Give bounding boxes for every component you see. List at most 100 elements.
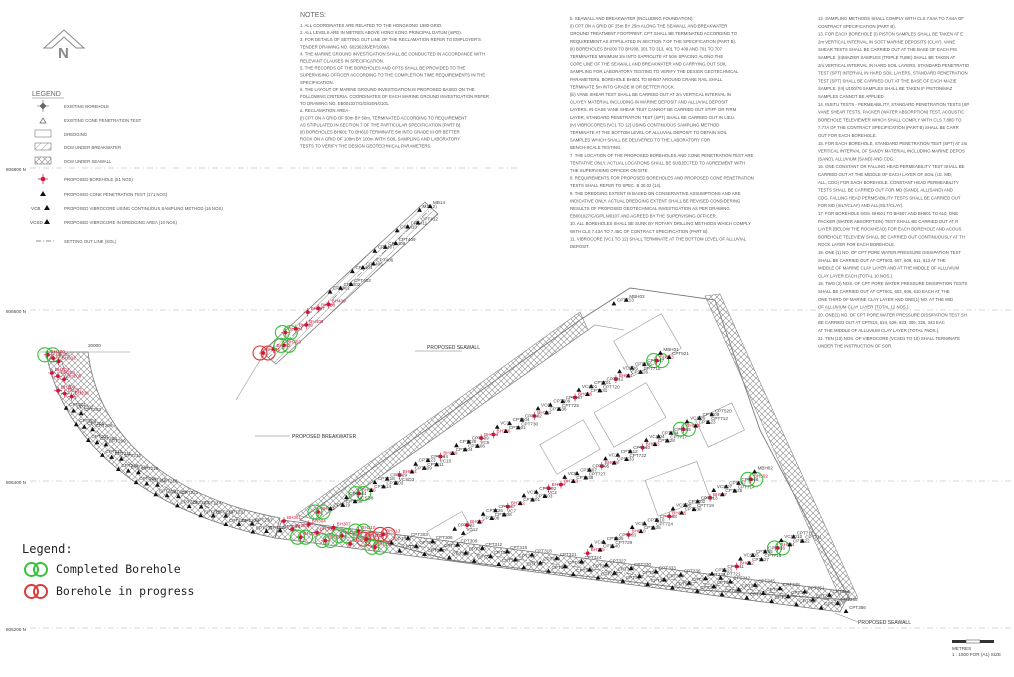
proposed-cpt-icon — [686, 580, 692, 585]
marker-cpt342: CPT342 — [727, 575, 751, 584]
marker-label: BH406 — [309, 319, 323, 324]
vibrocore-icon — [44, 205, 50, 210]
proposed-cpt-icon — [348, 281, 354, 286]
marker-label: CPT342 — [733, 575, 750, 580]
marker-label: CPT224 — [204, 501, 221, 506]
marker-cpt336: CPT336 — [678, 569, 701, 577]
marker-label: MBH03 — [629, 294, 645, 299]
callouts: PROPOSED SEAWALL PROPOSED BREAKWATER PRO… — [88, 343, 911, 626]
marker-label: MBH02 — [758, 466, 774, 471]
marker-label: CPT219 — [159, 488, 176, 493]
notes-column-2: b. SEAWALL AND BREAKWATER (INCLUDING FOU… — [570, 16, 754, 249]
marker-cpt502: CPT502 — [519, 414, 542, 422]
in-progress-ring-icon — [33, 583, 48, 599]
marker-cpt311: CPT311 — [471, 555, 494, 563]
marker-label: CPT222 — [180, 499, 197, 504]
note-line: (SAND), ALLUVIUM (SAND) AND CDG. — [818, 156, 894, 161]
proposed-cpt-icon — [668, 430, 674, 435]
proposed-cpt-icon — [71, 408, 76, 413]
marker-label: VCSD3 — [399, 477, 415, 482]
marker-label: CPT228 — [229, 518, 246, 523]
note-line: 6. THE LAYOUT OF MARINE GROUND INVESTIGA… — [300, 87, 475, 92]
marker-bh706: BH706 — [489, 429, 511, 439]
marker-label: BH206 — [61, 385, 75, 390]
proposed-cpt-icon — [425, 457, 431, 463]
marker-cpt310: CPT310 — [463, 547, 486, 555]
proposed-cpt-icon — [835, 600, 841, 605]
marker-bh606: BH606 — [571, 392, 593, 402]
marker-label: BH301 — [287, 515, 301, 520]
borehole-crosshair — [53, 372, 62, 381]
marker-cpt319: CPT319 — [537, 557, 561, 565]
proposed-cpt-icon — [381, 484, 386, 489]
marker-cpt613: CPT613 — [709, 568, 732, 576]
marker-mbh03: MBH03 — [623, 294, 645, 302]
proposed-cpt-icon — [90, 426, 95, 432]
borehole-crosshair — [303, 308, 312, 317]
marker-bh310: BH310 — [347, 523, 376, 539]
marker-bh203: BH203 — [47, 367, 69, 378]
north-label: N — [58, 45, 69, 62]
marker-cpt229: CPT229 — [236, 518, 259, 526]
borehole-crosshair — [313, 528, 322, 537]
marker-label: CPT353 — [824, 602, 841, 607]
proposed-cpt-icon — [327, 506, 333, 511]
proposed-cpt-icon — [613, 536, 619, 541]
marker-cpt324: CPT324 — [579, 555, 602, 564]
in-progress-ring-icon — [252, 345, 268, 361]
marker-vc5: VC5 — [475, 440, 490, 448]
marker-label: CPT723 — [419, 458, 436, 463]
note-line: DEPOSIT. — [570, 244, 590, 249]
proposed-cpt-icon — [603, 562, 609, 567]
note-line: AS STIPULATED IN SECTION 7 OF THE PARTIC… — [300, 122, 461, 127]
proposed-cpt-icon — [277, 527, 283, 533]
dredging-icon — [34, 129, 52, 138]
marker-cpt537: CPT537 — [493, 504, 516, 513]
marker-label: CPT331 — [642, 570, 659, 575]
marker-bh303: BH303 — [289, 529, 318, 545]
proposed-cpt-icon — [480, 511, 486, 516]
note-line: FOLLOWING CRITERIA. COORDINATES OF EACH … — [300, 94, 489, 99]
note-line: TERMINATE AT THE BOTTOM LEVEL OF ALLUVIA… — [570, 130, 728, 135]
legend-label-vibrocore: PROPOSED VIBROCORE USING CONTINUOUS SAMP… — [64, 206, 223, 211]
note-line: WITH CLS 7.43A TO 7.45C OF CONTRACT SPEC… — [570, 229, 709, 234]
proposed-cpt-icon — [570, 571, 576, 577]
proposed-cpt-icon — [537, 560, 543, 565]
proposed-cpt-icon — [574, 470, 580, 476]
marker-label: VC7 — [507, 508, 516, 513]
proposed-cpt-icon — [372, 479, 378, 485]
marker-label: CPT610 — [648, 517, 665, 522]
note-line: THE SUPERVISING OFFICER ON SITE. — [570, 168, 649, 173]
marker-cpt534: CPT534 — [425, 454, 448, 463]
marker-cpt351: CPT351 — [802, 585, 825, 594]
marker-bh306: BH306 — [314, 533, 343, 549]
proposed-cpt-icon — [627, 448, 633, 454]
marker-label: CPT718 — [378, 476, 395, 481]
proposed-cpt-icon — [588, 383, 594, 389]
marker-cpt532: CPT532 — [452, 523, 475, 531]
marker-label: VC1 — [527, 489, 536, 494]
marker-label: CPT505 — [592, 464, 609, 469]
marker-bh705: BH705 — [583, 547, 605, 558]
proposed-cpt-icon — [370, 261, 376, 266]
proposed-cpt-icon — [658, 350, 663, 355]
completed-ring-icon — [289, 529, 306, 545]
proposed-cpt-icon — [454, 442, 459, 448]
proposed-cpt-icon — [109, 454, 115, 459]
marker-label: CPT333 — [659, 565, 676, 570]
marker-label: BH607 — [470, 519, 484, 524]
borehole-crosshair — [624, 530, 633, 539]
proposed-cpt-icon — [802, 589, 808, 594]
proposed-cpt-icon — [679, 510, 685, 515]
note-line: 14. INSITU TESTS - PERMEABILITY, STANDAR… — [818, 102, 969, 107]
note-line: TENTATIVE ONLY. ACTUAL LOCATIONS SHALL B… — [570, 160, 745, 165]
marker-label: VC10 — [440, 458, 452, 463]
marker-label: CPT719 — [697, 503, 714, 508]
marker-cpt709: CPT709 — [697, 412, 720, 420]
completed-ring-icon — [307, 504, 323, 520]
borehole-crosshair — [296, 533, 305, 542]
marker-label: BH610 — [631, 529, 645, 534]
marker-cpt322: CPT322 — [562, 560, 585, 568]
completed-ring-icon — [355, 523, 371, 539]
proposed-cpt-icon — [547, 402, 553, 407]
